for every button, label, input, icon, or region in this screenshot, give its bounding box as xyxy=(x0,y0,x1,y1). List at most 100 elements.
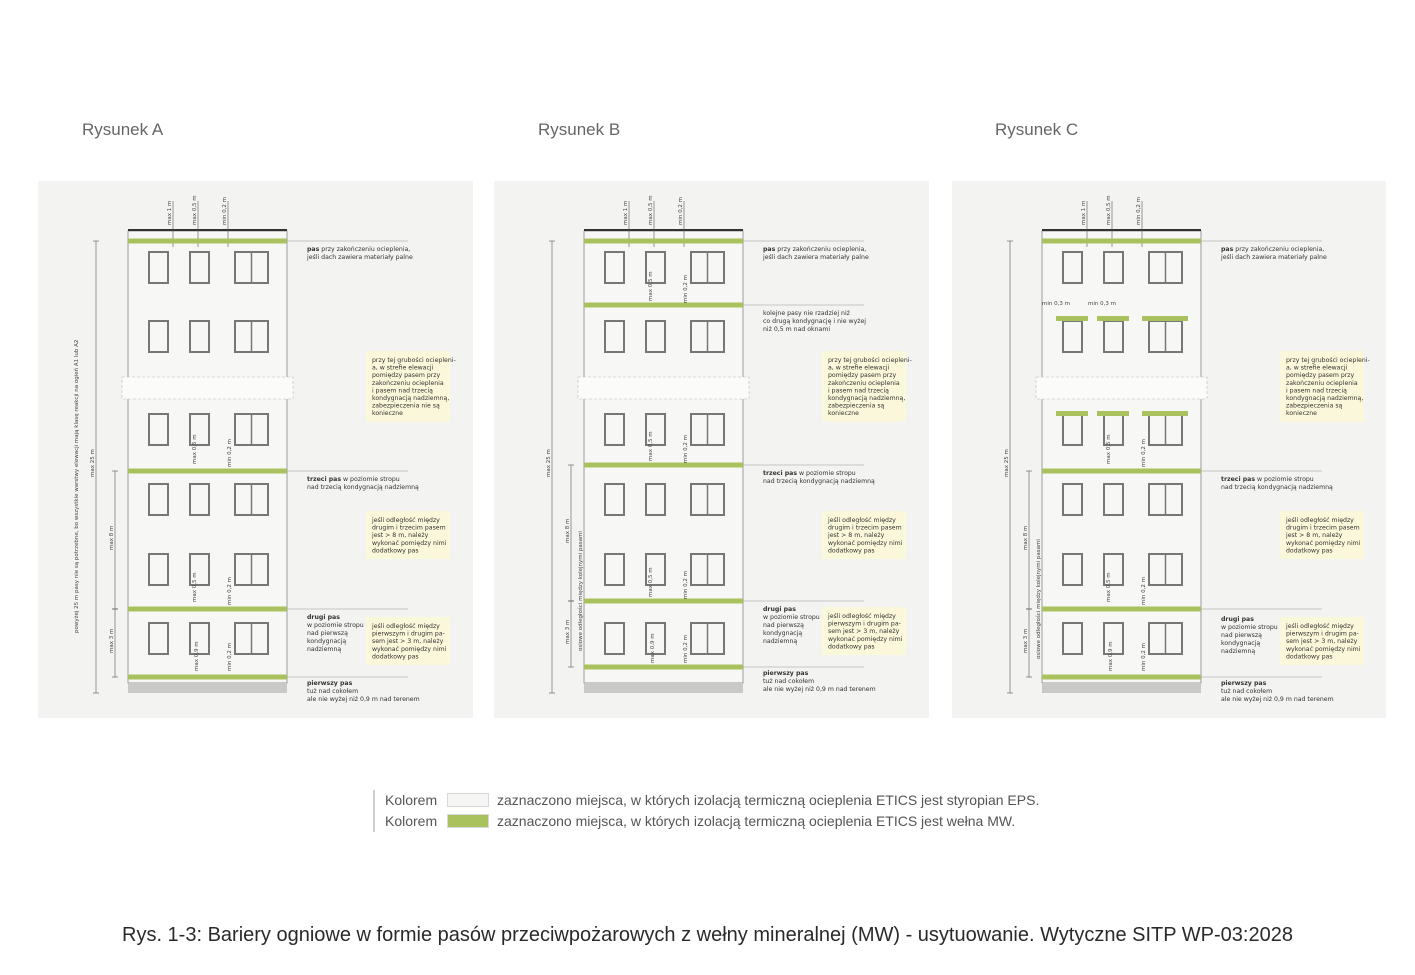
note-text: wykonać pomiędzy nimi xyxy=(1286,645,1361,653)
band-label-line: kondygnacją xyxy=(307,638,346,645)
figure-c-title: Rysunek C xyxy=(995,120,1079,139)
band-label-line: pierwszy pas xyxy=(1221,680,1267,687)
window xyxy=(148,251,169,284)
band-label-line: pierwszy pas xyxy=(307,680,353,687)
window xyxy=(189,251,210,284)
band-label-line: tuż nad cokołem xyxy=(307,688,358,695)
window xyxy=(189,413,210,446)
band-label-line: nadziemną xyxy=(1221,648,1255,655)
band-label-line: nad pierwszą xyxy=(763,622,804,629)
dim-02m: min 0,2 m xyxy=(227,577,233,605)
band-label-line: jeśli dach zawiera materiały palne xyxy=(762,253,869,261)
note-text: zabezpieczenia nie są xyxy=(372,403,440,410)
band-label-line: trzeci pas w poziomie stropu xyxy=(763,470,856,477)
lintel-band xyxy=(1142,316,1188,321)
legend: Kolorem zaznaczono miejsca, w których iz… xyxy=(373,790,1093,832)
band-label-line: nad trzecią kondygnacją nadziemną xyxy=(763,478,875,485)
note-text: i pasem nad trzecią xyxy=(828,387,889,394)
window xyxy=(645,483,666,516)
note-text: a, w strefie elewacji xyxy=(372,365,434,372)
window xyxy=(604,413,625,446)
dim-3m: max 3 m xyxy=(565,620,571,644)
window xyxy=(189,483,210,516)
window xyxy=(1103,251,1124,284)
plinth xyxy=(1042,683,1201,693)
band-label-line: kolejne pasy nie rzadziej niż xyxy=(763,310,850,317)
dim-05m: max 0,5 m xyxy=(648,271,654,301)
note-box xyxy=(1280,351,1364,422)
window xyxy=(1103,622,1124,655)
note-text: a, w strefie elewacji xyxy=(828,365,890,372)
note-text: dodatkowy pas xyxy=(372,547,419,554)
building-wall xyxy=(127,230,288,684)
window xyxy=(148,483,169,516)
note-text: drugim i trzecim pasem xyxy=(372,525,446,532)
note-box xyxy=(366,351,450,422)
mw-band xyxy=(1042,606,1201,612)
legend-text: zaznaczono miejsca, w których izolacją t… xyxy=(497,813,1016,829)
dim-05m: max 0,5 m xyxy=(1106,572,1112,602)
top-dim-label: min 0,2 m xyxy=(222,197,228,225)
dim-02m: min 0,2 m xyxy=(227,643,233,671)
dim-05m: max 0,5 m xyxy=(192,572,198,602)
mw-band xyxy=(128,606,287,612)
note-text: zakończeniu ocieplenia xyxy=(828,379,900,387)
window xyxy=(189,622,210,655)
note-text: a, w strefie elewacji xyxy=(1286,365,1348,372)
note-text: pomiędzy pasem przy xyxy=(1286,372,1355,379)
building-break xyxy=(1035,376,1208,400)
note-text: jeśli odległość między xyxy=(827,516,896,524)
window xyxy=(645,251,666,284)
window xyxy=(148,413,169,446)
note-text: dodatkowy pas xyxy=(1286,653,1333,660)
note-text: jeśli odległość między xyxy=(827,612,896,620)
building-break xyxy=(121,376,294,400)
top-dim-label: max 0,5 m xyxy=(192,195,198,225)
mw-band xyxy=(584,462,743,468)
window xyxy=(604,553,625,586)
band-label-line: kondygnacją xyxy=(1221,640,1260,647)
lintel-band xyxy=(1056,411,1088,416)
dim-02m: min 0,2 m xyxy=(227,439,233,467)
band-label-line: tuż nad cokołem xyxy=(763,678,814,685)
band-label-line: trzeci pas w poziomie stropu xyxy=(307,476,400,483)
note-text: zakończeniu ocieplenia xyxy=(372,379,444,387)
mw-band xyxy=(584,238,743,244)
note-box xyxy=(822,607,906,655)
side-label: osiowe odległości między kolejnymi pasam… xyxy=(577,531,584,651)
top-dim-label: min 0,2 m xyxy=(678,197,684,225)
window xyxy=(604,320,625,353)
dim-02m: min 0,2 m xyxy=(683,635,689,663)
top-dim-label: max 1 m xyxy=(167,201,173,225)
note-text: kondygnacją nadziemną, xyxy=(828,395,905,402)
dim-8m: max 8 m xyxy=(109,526,115,550)
note-text: konieczne xyxy=(1286,410,1317,417)
band-label-line: drugi pas xyxy=(763,606,796,613)
band-label-line: co drugą kondygnację i nie wyżej xyxy=(763,318,866,325)
window xyxy=(1062,251,1083,284)
band-label-line: nad trzecią kondygnacją nadziemną xyxy=(307,484,419,491)
band-label-line: nadziemną xyxy=(307,646,341,653)
note-text: pierwszym i drugim pa- xyxy=(1286,631,1359,638)
note-text: jeśli odległość między xyxy=(1285,622,1354,630)
note-text: i pasem nad trzecią xyxy=(372,387,433,394)
mw-band xyxy=(1042,238,1201,244)
dim-02m: min 0,2 m xyxy=(1141,439,1147,467)
note-text: jest > 8 m, należy xyxy=(371,532,429,539)
mw-band xyxy=(584,664,743,670)
height-dim: max 25 m xyxy=(1004,449,1010,477)
band-label-line: nad pierwszą xyxy=(1221,632,1262,639)
band-label-line: pas przy zakończeniu ocieplenia, xyxy=(763,245,866,253)
figure-caption: Rys. 1-3: Bariery ogniowe w formie pasów… xyxy=(122,924,1293,946)
building-wall xyxy=(1041,230,1202,684)
window xyxy=(645,320,666,353)
window xyxy=(1062,483,1083,516)
note-text: przy tej grubości ociepleni- xyxy=(828,356,912,364)
note-text: sem jest > 3 m, należy xyxy=(1286,638,1358,645)
note-text: sem jest > 3 m, należy xyxy=(372,638,444,645)
band-label-line: niż 0,5 m nad oknami xyxy=(763,326,830,333)
